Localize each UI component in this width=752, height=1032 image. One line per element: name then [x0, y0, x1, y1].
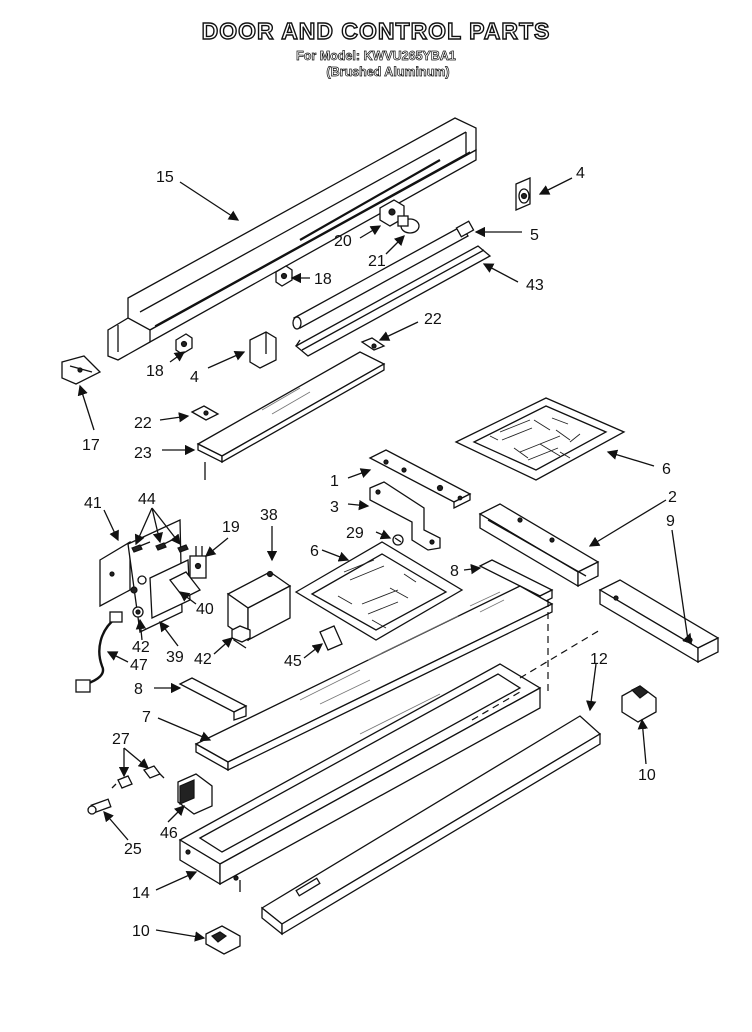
callout-22-lower: 22	[134, 415, 152, 432]
callout-4-upper: 4	[576, 165, 585, 182]
callout-10-right: 10	[638, 767, 656, 784]
part-1-control-bracket	[368, 449, 472, 510]
callout-10-left: 10	[132, 923, 150, 940]
part-21-bulb	[397, 215, 420, 234]
callout-43: 43	[526, 277, 544, 294]
callout-29: 29	[346, 525, 364, 542]
diagram-title: DOOR AND CONTROL PARTS	[201, 17, 551, 44]
callout-45: 45	[284, 653, 302, 670]
callout-40: 40	[196, 601, 214, 618]
callout-17: 17	[82, 437, 100, 454]
part-2-channel	[478, 503, 600, 588]
model-line: For Model: KWVU265YBA1	[296, 49, 456, 64]
callout-18-lower: 18	[146, 363, 164, 380]
callout-22-upper: 22	[424, 311, 442, 328]
part-10-end-cap-right	[621, 685, 657, 723]
callout-5: 5	[530, 227, 539, 244]
part-23-light-lens	[196, 351, 386, 480]
part-15-vent-grille	[107, 117, 477, 361]
leader-lines	[77, 177, 693, 942]
callout-7: 7	[142, 709, 151, 726]
part-43-reflector	[294, 245, 492, 357]
part-27-thermal-fuses	[111, 765, 165, 789]
callout-25: 25	[124, 841, 142, 858]
callout-3: 3	[330, 499, 339, 516]
callout-20: 20	[334, 233, 352, 250]
callout-42-right: 42	[194, 651, 212, 668]
part-19-switch	[189, 546, 207, 579]
callout-41: 41	[84, 495, 102, 512]
callout-42-left: 42	[132, 639, 150, 656]
part-6-charcoal-filter-lower	[294, 541, 464, 641]
part-12-bottom-trim	[260, 715, 602, 936]
callout-47: 47	[130, 657, 148, 674]
part-6-charcoal-filter-upper	[454, 397, 626, 481]
callout-1: 1	[330, 473, 339, 490]
callout-6-upper: 6	[662, 461, 671, 478]
part-18-clip-lower	[175, 333, 193, 355]
part-17-side-bracket	[61, 355, 102, 385]
part-46-insulator	[177, 773, 213, 815]
callout-46: 46	[160, 825, 178, 842]
callout-9: 9	[666, 513, 675, 530]
callout-21: 21	[368, 253, 386, 270]
finish-line: (Brushed Aluminum)	[326, 65, 450, 80]
callout-38: 38	[260, 507, 278, 524]
callout-14: 14	[132, 885, 150, 902]
callout-18-upper: 18	[314, 271, 332, 288]
part-41-side-plate	[99, 540, 131, 608]
callout-39: 39	[166, 649, 184, 666]
callout-2: 2	[668, 489, 677, 506]
part-44-screws	[131, 539, 189, 553]
callout-19: 19	[222, 519, 240, 536]
part-9-channel	[598, 579, 720, 664]
part-42-nut-right	[231, 625, 251, 643]
part-7-door-glass	[194, 585, 554, 772]
callout-labels: 15 4 20 21 5 18 43 22 18 4 17 22 23 6 1 …	[82, 165, 677, 940]
callout-27: 27	[112, 731, 130, 748]
assembly-dash-lines	[471, 600, 601, 721]
part-10-end-cap-left	[205, 925, 241, 955]
part-42-nut-left	[132, 606, 144, 618]
part-3-mounting-plate	[369, 481, 441, 551]
callout-8-lower: 8	[134, 681, 143, 698]
callout-4-lower: 4	[190, 369, 199, 386]
callout-44: 44	[138, 491, 156, 508]
part-22-clip-left	[190, 405, 220, 421]
part-25-fuse	[87, 798, 112, 815]
part-45-clip	[319, 625, 343, 651]
part-4-lamp-holder-upper	[515, 177, 531, 211]
part-29-screw	[392, 534, 404, 546]
callout-15: 15	[156, 169, 174, 186]
callout-8-upper: 8	[450, 563, 459, 580]
callout-23: 23	[134, 445, 152, 462]
part-22-clip-right	[360, 337, 386, 351]
part-8-spacer-lower	[178, 677, 248, 721]
part-4-lamp-holder-lower	[249, 331, 277, 369]
callout-12: 12	[590, 651, 608, 668]
part-14-door-frame	[178, 663, 542, 892]
callout-6-lower: 6	[310, 543, 319, 560]
part-5-fluorescent-tube	[292, 220, 475, 330]
part-47-wire-harness	[75, 611, 123, 693]
